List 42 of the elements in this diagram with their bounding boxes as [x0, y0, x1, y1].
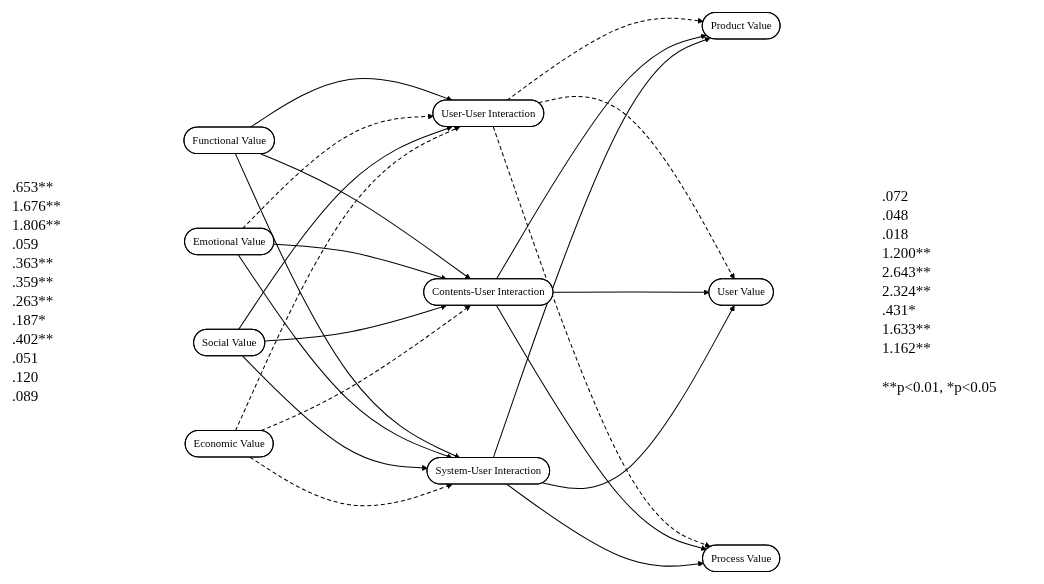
arrow	[495, 33, 707, 280]
path-coefficient: 1.162**	[882, 339, 932, 358]
arrow	[249, 78, 453, 128]
arrow	[260, 153, 471, 280]
arrow	[506, 483, 704, 567]
path-coefficient: .653**	[12, 178, 55, 197]
path-coefficient: .363**	[12, 254, 55, 273]
path-coefficient: .089	[12, 387, 40, 406]
path-coefficient: .359**	[12, 273, 55, 292]
arrow	[249, 456, 453, 507]
arrow	[237, 254, 453, 459]
arrow	[237, 125, 453, 331]
path-coefficient: .072	[882, 187, 910, 206]
arrow	[506, 17, 704, 101]
arrow	[492, 37, 711, 459]
path-coefficient: .059	[12, 235, 40, 254]
path-coefficient: 2.324**	[882, 282, 932, 301]
footnote: **p<0.01, *p<0.05	[882, 378, 998, 397]
arrow	[542, 305, 735, 490]
path-coefficient: 1.200**	[882, 244, 932, 263]
arrow	[264, 304, 447, 342]
path-coefficient: .120	[12, 368, 40, 387]
path-coefficient: .431*	[882, 301, 917, 320]
arrow	[235, 153, 461, 459]
path-coefficient: 1.633**	[882, 320, 932, 339]
arrow	[495, 305, 707, 551]
path-coefficient: .048	[882, 206, 910, 225]
path-coefficient: .187*	[12, 311, 47, 330]
arrow	[492, 126, 711, 548]
path-coefficient: .051	[12, 349, 40, 368]
arrow	[538, 95, 735, 280]
path-coefficient: .263**	[12, 292, 55, 311]
path-coefficient: 1.806**	[12, 216, 62, 235]
path-coefficient: 1.676**	[12, 197, 62, 216]
arrow	[260, 305, 471, 432]
path-coefficient: .402**	[12, 330, 55, 349]
arrow	[235, 126, 461, 432]
path-coefficient: 2.643**	[882, 263, 932, 282]
arrow	[242, 355, 428, 471]
path-coefficient: .018	[882, 225, 910, 244]
arrow	[552, 289, 710, 296]
arrow	[242, 113, 434, 230]
